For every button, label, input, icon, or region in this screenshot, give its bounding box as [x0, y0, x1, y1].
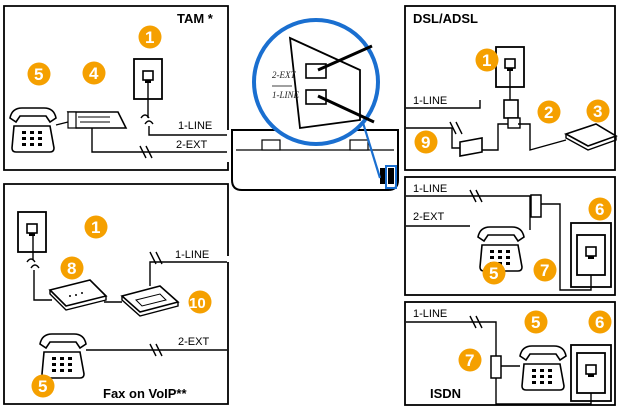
svg-text:6: 6: [595, 200, 604, 219]
tam-line1-label: 1-LINE: [178, 120, 212, 132]
svg-text:3: 3: [593, 102, 602, 121]
telephone-icon: [519, 345, 567, 391]
voip-adapter-icon: [120, 285, 180, 317]
dsl-filter-icon: [459, 137, 483, 157]
panel-isdn-title: ISDN: [430, 386, 461, 401]
wall-jack-icon: [17, 211, 47, 253]
splitter-icon: [530, 194, 542, 218]
svg-text:8: 8: [67, 259, 76, 278]
voip-line1-label: 1-LINE: [175, 249, 209, 261]
answering-machine-icon: [66, 111, 128, 129]
parallel-line2-label: 2-EXT: [413, 211, 444, 223]
wall-jack-icon: [576, 234, 606, 276]
svg-text:7: 7: [465, 351, 474, 370]
voip-line2-label: 2-EXT: [178, 336, 209, 348]
panel-parallel: 1-LINE 2-EXT 5 7 6: [404, 176, 616, 296]
svg-text:1: 1: [91, 218, 100, 237]
svg-text:9: 9: [421, 133, 430, 152]
panel-voip: Fax on VoIP** 1 8 10 1-LINE 5 2-EXT: [3, 183, 229, 405]
svg-text:5: 5: [34, 65, 43, 84]
parallel-line1-label: 1-LINE: [413, 183, 447, 195]
router-icon: [48, 279, 108, 311]
svg-text:2: 2: [544, 103, 553, 122]
splitter-icon: [503, 99, 521, 129]
isdn-line1-label: 1-LINE: [413, 308, 447, 320]
svg-text:5: 5: [489, 264, 498, 283]
svg-text:1: 1: [482, 51, 491, 70]
panel-dsl: DSL/ADSL 1 2 3 9 1-LINE: [404, 5, 618, 171]
panel-voip-title: Fax on VoIP**: [103, 386, 187, 401]
panel-isdn: 1-LINE ISDN 7 5 6: [404, 301, 616, 406]
dsl-line1-label: 1-LINE: [413, 95, 447, 107]
panel-dsl-title: DSL/ADSL: [413, 11, 478, 26]
telephone-icon: [39, 333, 87, 379]
svg-text:6: 6: [595, 313, 604, 332]
splitter-icon: [490, 355, 502, 379]
svg-text:1: 1: [145, 28, 154, 47]
port-label-line: 1-LINE: [272, 90, 300, 100]
svg-text:4: 4: [89, 64, 99, 83]
svg-text:5: 5: [38, 377, 47, 396]
modem-icon: [564, 123, 618, 151]
svg-text:5: 5: [531, 313, 540, 332]
tam-line2-label: 2-EXT: [176, 139, 207, 151]
port-label-ext: 2-EXT: [272, 70, 296, 80]
telephone-icon: [9, 107, 57, 153]
svg-text:7: 7: [540, 261, 549, 280]
wall-jack-icon: [576, 352, 606, 394]
panel-tam-title: TAM *: [177, 11, 214, 26]
port-zoom-callout: 2-EXT 1-LINE: [252, 18, 380, 146]
svg-text:10: 10: [189, 295, 206, 312]
panel-tam: TAM * 1 1-LINE 4 5 2-EXT: [3, 5, 229, 171]
